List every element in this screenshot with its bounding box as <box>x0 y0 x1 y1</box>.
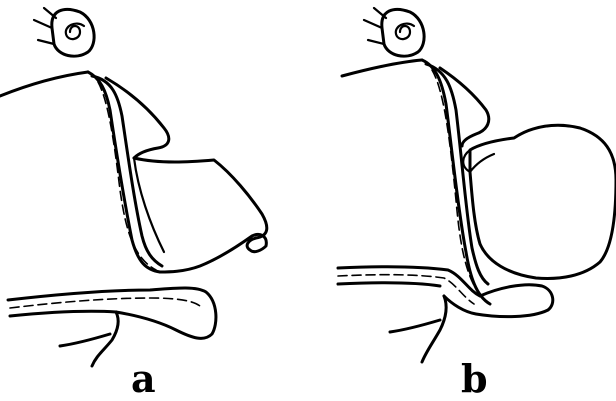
panel-b-drawing <box>338 8 616 362</box>
panel-a-pharynx-wall <box>88 72 160 272</box>
panel-b-ear <box>364 8 424 56</box>
panel-a-floor-lower <box>10 311 116 316</box>
panel-a-neck <box>60 312 118 366</box>
panel-b-pharynx-inner <box>426 64 488 284</box>
panel-a-ear <box>34 8 94 56</box>
panel-a-label: a <box>131 360 156 398</box>
panel-a-floor-lining <box>10 298 200 308</box>
panel-b-label: b <box>461 360 488 398</box>
panel-a-tongue <box>134 158 267 272</box>
panel-b-floor-lower <box>338 283 440 286</box>
panel-b-face-contour <box>342 60 422 76</box>
panel-a-pharynx-inner <box>92 76 162 266</box>
panel-a-face-contour <box>0 72 88 96</box>
panel-b-floor-lining <box>338 275 474 304</box>
panel-a-drawing <box>0 8 267 366</box>
panel-b-tongue <box>470 125 616 278</box>
panel-a-epiglottis <box>134 158 164 252</box>
panel-b-tongue-fold <box>463 150 494 172</box>
panel-b-neck <box>390 296 446 362</box>
